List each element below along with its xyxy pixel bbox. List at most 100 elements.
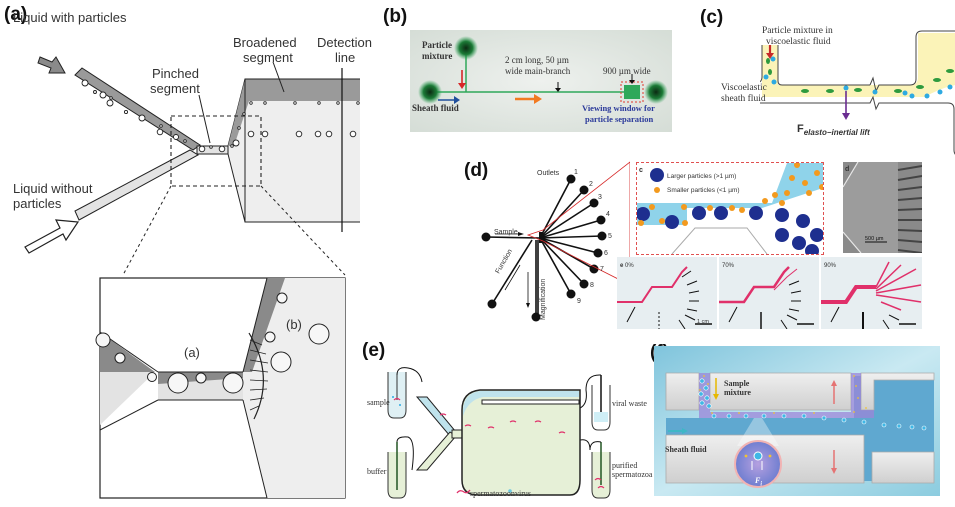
green-particles	[766, 58, 954, 93]
inset-e-tag: e	[620, 263, 624, 269]
outlet-4: 4	[606, 211, 610, 218]
label-sheath-fluid-f: Sheath fluid	[665, 445, 707, 454]
legend-spermatozoon: spermatozoon	[470, 489, 515, 498]
label-particle-mixture-2: mixture	[422, 51, 453, 61]
legend-larger-particles: Larger particles (>1 µm)	[667, 173, 737, 180]
y-inlet-lower	[415, 431, 457, 471]
label-sample-mixture-1: Sample	[724, 379, 750, 388]
outlet-8: 8	[590, 282, 594, 289]
outlet-2: 2	[589, 181, 593, 188]
label-sheath-fluid: Sheath fluid	[412, 103, 459, 113]
frame-90-label: 90%	[824, 263, 837, 269]
label-900um-wide: 900 µm wide	[603, 66, 651, 76]
particles-small-stream	[249, 101, 360, 105]
panel-e-diagram	[387, 367, 611, 499]
blue-arrow-icon	[454, 96, 460, 104]
inlet-channel-with-particles	[74, 67, 201, 151]
frame-70-label: 70%	[722, 263, 735, 269]
particles-inlet	[81, 79, 187, 143]
label-outlets: Outlets	[537, 170, 560, 177]
inset-zoom	[95, 277, 346, 499]
label-pinched-2: segment	[150, 81, 200, 96]
sample-tube	[387, 372, 407, 419]
inset-e-frames: e 0% 1 cm 70%	[617, 257, 922, 330]
label-force: Felasto−inertial lift	[797, 122, 870, 140]
inset-label-a: (a)	[184, 345, 200, 360]
legend-smaller-particles: Smaller particles (<1 µm)	[667, 187, 740, 194]
red-down-arrow-icon	[831, 468, 837, 474]
label-liquid-without-particles-2: particles	[13, 196, 62, 211]
label-sheath-2: sheath fluid	[721, 94, 766, 104]
label-broadened-1: Broadened	[233, 35, 297, 50]
inset-d-drawing	[843, 162, 922, 253]
legend-virus-icon	[508, 489, 512, 493]
frame-0-label: 0%	[625, 263, 634, 269]
label-detection-1: Detection	[317, 35, 372, 50]
small-particles-stream	[699, 375, 867, 414]
large-particles-stream	[698, 378, 927, 431]
yellow-arrow-icon	[713, 394, 719, 400]
label-main-branch-2: wide main-branch	[505, 66, 571, 76]
red-up-arrow-icon	[831, 380, 837, 386]
panel-a-label: (a)	[4, 4, 28, 25]
y-inlet-upper	[415, 396, 457, 437]
orange-arrow-icon	[534, 94, 542, 104]
panel-d-schematic	[481, 161, 630, 322]
viral-waste-tube	[591, 375, 611, 431]
inset-label-b: (b)	[286, 317, 302, 332]
legend-sperm-icon	[456, 489, 471, 494]
label-purified-1: purified	[612, 461, 638, 470]
label-detection-2: line	[335, 50, 356, 65]
label-sample-e: sample	[367, 398, 390, 407]
label-pinched-1: Pinched	[152, 66, 199, 81]
red-arrow-icon	[766, 53, 774, 59]
outlet-3: 3	[598, 194, 602, 201]
inset-c-drawing	[637, 163, 823, 254]
legend-virus: virus	[515, 489, 531, 498]
left-block	[665, 372, 700, 411]
outlet-9: 9	[577, 298, 581, 305]
outlet-1: 1	[574, 169, 578, 176]
label-magnification: Magnification	[540, 278, 547, 320]
zoom-region-box	[170, 115, 262, 187]
inset-particles	[95, 292, 330, 394]
inset-c-particle-separation: c Larger particles (>1 µm) Smaller parti…	[636, 162, 824, 255]
label-sheath-1: Viscoelastic	[721, 83, 767, 93]
label-force-f: Fi	[755, 474, 762, 492]
particles-large-stream	[247, 130, 357, 138]
panel-f-rendering	[654, 346, 940, 496]
panel-c-diagram	[760, 30, 955, 155]
particles-pinched	[198, 112, 246, 153]
outlet-7: 7	[600, 266, 604, 273]
inset-d-tag: d	[845, 166, 850, 173]
label-viewing-window-2: particle separation	[585, 114, 654, 124]
outlet-5: 5	[608, 233, 612, 240]
sperm-cells	[439, 413, 566, 434]
frame-0-tag: e 0%	[620, 259, 634, 273]
label-particle-mixture-1: Particle	[422, 40, 452, 50]
label-sample-mixture-2: mixture	[724, 388, 751, 397]
force-subscript: elasto−inertial lift	[803, 128, 870, 138]
ports	[481, 174, 607, 322]
label-liquid-with-particles: Liquid with particles	[13, 10, 127, 25]
blue-particles	[763, 56, 953, 99]
panel-d-label: (d)	[464, 160, 489, 181]
inset-c-tag: c	[639, 167, 643, 174]
frame-0-percent: e 0% 1 cm	[617, 257, 717, 330]
label-mixture-1: Particle mixture in	[762, 26, 833, 36]
inset-e-scale-bar: 1 cm	[697, 319, 709, 325]
panel-a-diagram	[24, 56, 380, 499]
viewing-window	[624, 85, 640, 99]
frame-70-percent: 70%	[719, 257, 819, 330]
label-liquid-without-particles-1: Liquid without	[13, 181, 93, 196]
magnifier-bubble	[734, 440, 782, 488]
force-symbol: F	[797, 123, 804, 135]
buffer-tube	[387, 442, 407, 499]
panel-b-photo	[410, 30, 672, 132]
inlet-arrow-without-particles-icon	[24, 219, 80, 254]
label-broadened-2: segment	[243, 50, 293, 65]
port-particle-mixture	[454, 36, 478, 60]
panel-b-label: (b)	[383, 6, 408, 27]
frame-90-drawing	[821, 261, 922, 330]
purple-arrow-icon	[842, 113, 850, 120]
